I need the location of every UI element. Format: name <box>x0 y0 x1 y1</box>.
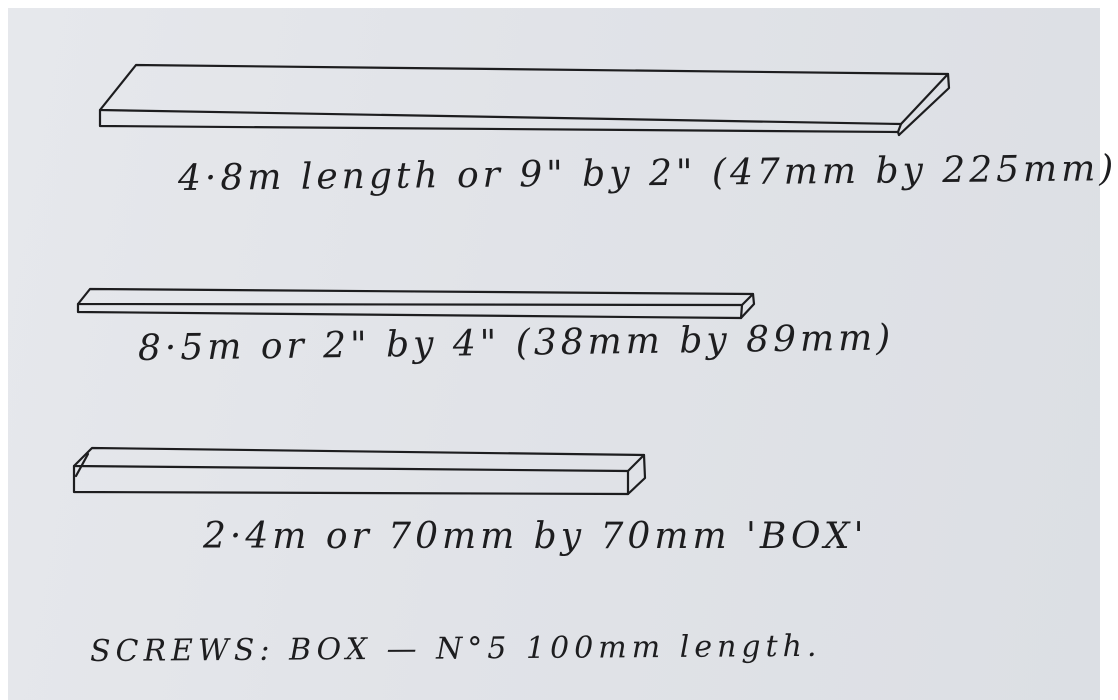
sketch-paper: 4·8m length or 9" by 2" (47mm by 225mm) … <box>8 8 1118 700</box>
wide-plank-sketch <box>98 63 951 137</box>
long-plank-sketch <box>76 287 756 320</box>
timber-3-label: 2·4m or 70mm by 70mm 'BOX' <box>203 516 868 557</box>
timber-sketches <box>72 63 951 496</box>
screws-label: SCREWS: BOX — N°5 100mm length. <box>89 628 822 669</box>
box-section-sketch <box>72 446 647 496</box>
